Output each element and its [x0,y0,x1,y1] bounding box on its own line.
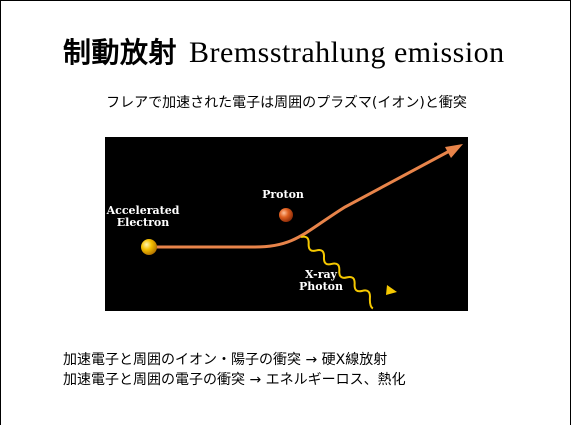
title-english: Bremsstrahlung emission [189,36,505,69]
diagram-graphic [141,144,463,310]
photon-arrowhead [386,285,397,295]
xray-label-line1: X-ray [304,268,338,281]
xray-label-line2: Photon [298,280,344,293]
note-line: 加速電子と周囲のイオン・陽子の衝突 → 硬X線放射 [63,352,388,368]
slide-subtitle: フレアで加速された電子は周囲のプラズマ(イオン)と衝突 [106,95,467,111]
slide-notes: 加速電子と周囲のイオン・陽子の衝突 → 硬X線放射 加速電子と周囲の電子の衝突 … [63,350,406,390]
electron-particle [141,239,157,255]
proton-particle [279,208,293,222]
electron-trajectory [149,145,458,249]
proton-label: Proton [262,188,304,201]
accelerated-label-line1: Accelerated [106,204,180,217]
xray-photon-label: X-ray Photon [291,269,351,293]
bremsstrahlung-diagram: Accelerated Electron Proton X-ray Photon [105,137,468,311]
note-line: 加速電子と周囲の電子の衝突 → エネルギーロス、熱化 [63,372,406,388]
photon-wave [300,235,374,310]
slide-title: 制動放射 Bremsstrahlung emission [63,31,505,71]
trajectory-arrowhead [445,144,463,158]
title-japanese: 制動放射 [63,36,178,69]
accelerated-label-line2: Electron [116,216,170,229]
accelerated-electron-label: Accelerated Electron [105,205,181,229]
